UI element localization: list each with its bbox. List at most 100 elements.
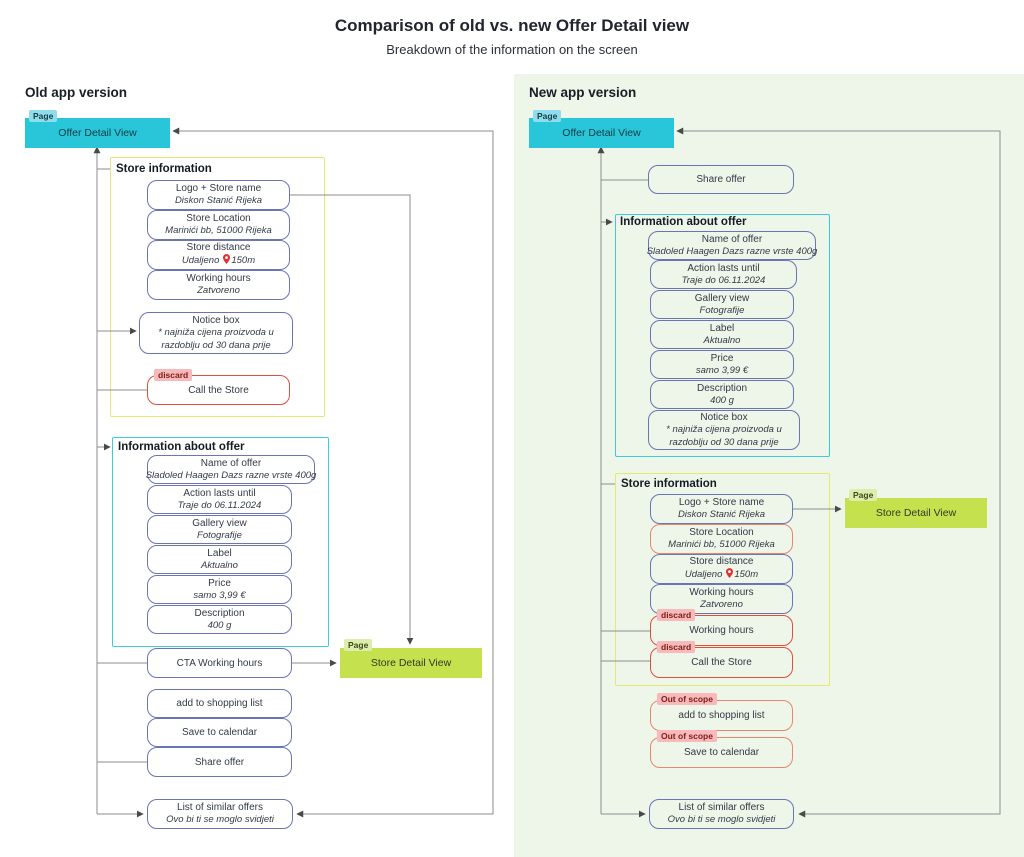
page-tag: Page xyxy=(29,110,58,123)
node-sub: Zatvoreno xyxy=(197,285,240,297)
node-label: Store Location xyxy=(689,527,754,539)
new-information-about-offer-title: Information about offer xyxy=(620,216,747,228)
new-offer-detail-page-node: Page Offer Detail View xyxy=(529,110,674,148)
node-old-call-the-store: discard Call the Store xyxy=(147,369,290,405)
node-label: Notice box xyxy=(700,412,748,424)
node-sub: Ovo bi ti se moglo svidjeti xyxy=(667,814,776,826)
node-new-out-of-scope-add-to-shopping-list: Out of scope add to shopping list xyxy=(650,693,793,731)
node-sub: Diskon Stanić Rijeka xyxy=(677,509,766,521)
node-label: Working hours xyxy=(689,625,754,636)
node-old-logo-store-name: Logo + Store name Diskon Stanić Rijeka xyxy=(147,180,290,210)
node-sub: 400 g xyxy=(207,619,232,631)
node-label: Call the Store xyxy=(188,384,249,396)
node-new-price: Price samo 3,99 € xyxy=(650,350,794,379)
out-of-scope-tag: Out of scope xyxy=(657,693,717,706)
node-label: Gallery view xyxy=(694,292,750,304)
node-label: Action lasts until xyxy=(687,262,760,274)
node-sub: Marinići bb, 51000 Rijeka xyxy=(668,539,775,551)
node-old-name-of-offer: Name of offer Sladoled Haagen Dazs razne… xyxy=(145,455,317,484)
diagram-subtitle: Breakdown of the information on the scre… xyxy=(386,42,638,57)
old-offer-detail-page-node: Page Offer Detail View xyxy=(25,110,170,148)
new-version-heading: New app version xyxy=(529,85,637,100)
node-label: Gallery view xyxy=(192,517,247,529)
node-label: CTA Working hours xyxy=(176,657,263,669)
node-sub: Diskon Stanić Rijeka xyxy=(174,195,263,207)
node-old-action-lasts-until: Action lasts until Traje do 06.11.2024 xyxy=(147,485,292,514)
node-label: Store Location xyxy=(186,213,251,225)
node-label: Price xyxy=(710,352,734,364)
discard-tag: discard xyxy=(154,369,193,382)
node-label: Save to calendar xyxy=(683,747,760,758)
node-old-store-location: Store Location Marinići bb, 51000 Rijeka xyxy=(147,210,290,240)
node-label: Call the Store xyxy=(691,657,752,668)
old-version-heading: Old app version xyxy=(25,85,128,100)
diagram-title: Comparison of old vs. new Offer Detail v… xyxy=(334,16,690,35)
old-store-information-title: Store information xyxy=(116,163,212,175)
node-new-share-offer: Share offer xyxy=(648,165,794,194)
node-new-action-lasts-until: Action lasts until Traje do 06.11.2024 xyxy=(650,260,797,289)
node-sub: Aktualno xyxy=(703,334,741,346)
node-sub: * najniža cijena proizvoda u razdoblju o… xyxy=(158,327,274,351)
node-old-cta-working-hours: CTA Working hours xyxy=(147,648,292,678)
node-label: Logo + Store name xyxy=(678,497,765,509)
node-label: Working hours xyxy=(689,587,754,599)
page-node-label: Offer Detail View xyxy=(562,127,641,139)
node-sub: samo 3,99 € xyxy=(695,364,749,376)
node-label: Working hours xyxy=(186,273,251,285)
node-old-price: Price samo 3,99 € xyxy=(147,575,292,604)
node-label: Label xyxy=(709,322,735,334)
node-label: List of similar offers xyxy=(678,802,765,814)
page-node-label: Offer Detail View xyxy=(58,127,137,139)
node-old-list-of-similar-offers: List of similar offers Ovo bi ti se mogl… xyxy=(147,799,293,829)
node-old-share-offer: Share offer xyxy=(147,747,292,777)
node-sub: samo 3,99 € xyxy=(193,589,246,601)
node-label: Description xyxy=(194,607,245,619)
node-new-store-location: Store Location Marinići bb, 51000 Rijeka xyxy=(650,524,793,554)
new-store-detail-page-node: Page Store Detail View xyxy=(845,489,987,528)
node-label: Store distance xyxy=(186,242,251,254)
old-information-about-offer-title: Information about offer xyxy=(118,441,245,453)
node-label: Store distance xyxy=(689,556,754,568)
node-sub: Zatvoreno xyxy=(700,599,743,611)
node-old-working-hours: Working hours Zatvoreno xyxy=(147,270,290,300)
node-new-discard-call-the-store: discard Call the Store xyxy=(650,641,793,678)
node-label: add to shopping list xyxy=(678,710,765,721)
node-label: add to shopping list xyxy=(176,698,263,709)
node-old-label: Label Aktualno xyxy=(147,545,292,574)
node-sub: Traje do 06.11.2024 xyxy=(177,499,262,511)
node-new-description: Description 400 g xyxy=(650,380,794,409)
node-new-list-of-similar-offers: List of similar offers Ovo bi ti se mogl… xyxy=(649,799,794,829)
node-label: Share offer xyxy=(696,174,746,185)
node-sub: Marinići bb, 51000 Rijeka xyxy=(165,225,272,237)
node-new-gallery-view: Gallery view Fotografije xyxy=(650,290,794,319)
node-label: Share offer xyxy=(194,756,245,768)
location-pin-icon xyxy=(223,254,231,268)
page-tag: Page xyxy=(344,639,373,652)
node-sub: Sladoled Haagen Dazs razne vrste 400g xyxy=(145,469,317,481)
node-label: Name of offer xyxy=(200,457,262,469)
node-sub: Fotografije xyxy=(699,304,745,316)
node-sub: Traje do 06.11.2024 xyxy=(681,274,766,286)
node-label: Description xyxy=(696,382,748,394)
node-sub: Fotografije xyxy=(197,529,242,541)
node-label: Label xyxy=(207,547,232,559)
node-sub: * najniža cijena proizvoda u razdoblju o… xyxy=(666,424,782,448)
node-old-notice-box: Notice box * najniža cijena proizvoda u … xyxy=(139,312,293,354)
node-sub: Ovo bi ti se moglo svidjeti xyxy=(166,814,274,826)
node-old-gallery-view: Gallery view Fotografije xyxy=(147,515,292,544)
page-tag: Page xyxy=(849,489,878,502)
out-of-scope-tag: Out of scope xyxy=(657,730,717,743)
node-old-description: Description 400 g xyxy=(147,605,292,634)
node-label: Action lasts until xyxy=(183,487,256,499)
node-new-logo-store-name: Logo + Store name Diskon Stanić Rijeka xyxy=(650,494,793,524)
location-pin-icon xyxy=(726,568,734,582)
page-node-label: Store Detail View xyxy=(875,507,957,519)
node-old-add-to-shopping-list: add to shopping list xyxy=(147,689,292,718)
node-label: Name of offer xyxy=(701,233,763,245)
connector-old-logo-to-store-detail xyxy=(290,194,414,645)
